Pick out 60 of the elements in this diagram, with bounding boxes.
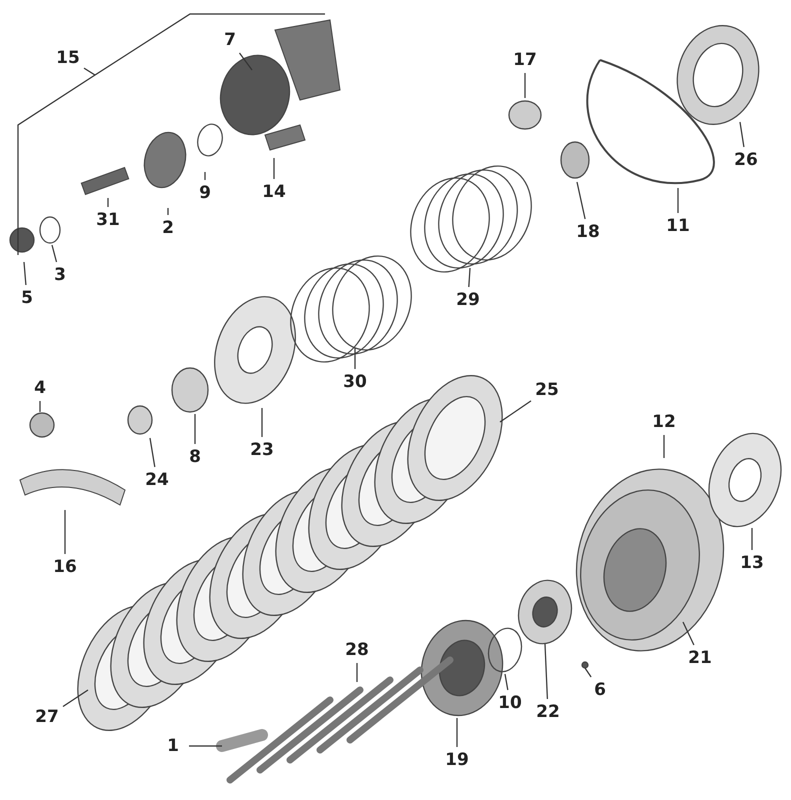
callout-number: 13	[740, 553, 764, 573]
callout-number: 10	[498, 693, 522, 713]
callout-number: 19	[445, 750, 469, 770]
leader-line	[39, 401, 41, 412]
callout-number: 1	[167, 736, 179, 756]
leader-line	[23, 262, 26, 286]
leader-line	[149, 438, 156, 468]
callout-number: 17	[513, 50, 537, 70]
callout-number: 7	[224, 30, 236, 50]
callout-number: 16	[53, 557, 77, 577]
leader-line	[524, 73, 526, 98]
leader-line	[239, 52, 252, 70]
callout-number: 28	[345, 640, 369, 660]
leader-line	[17, 13, 326, 256]
callout-number: 29	[456, 290, 480, 310]
callout-number: 4	[34, 378, 46, 398]
callout-number: 22	[536, 702, 560, 722]
callout-number: 3	[54, 265, 66, 285]
callout-number: 14	[262, 182, 286, 202]
callout-number: 2	[162, 218, 174, 238]
leader-line	[354, 348, 356, 369]
leader-line	[663, 435, 665, 458]
callout-number: 30	[343, 372, 367, 392]
leader-line	[682, 622, 694, 646]
callout-number: 27	[35, 707, 59, 727]
callout-number: 26	[734, 150, 758, 170]
leader-line	[107, 198, 109, 207]
leader-line	[584, 668, 592, 678]
callout-number: 21	[688, 648, 712, 668]
leader-line	[167, 208, 169, 215]
callout-number: 8	[189, 447, 201, 467]
leader-line	[500, 400, 532, 422]
callout-number: 31	[96, 210, 120, 230]
leader-line	[356, 663, 358, 682]
leader-line	[51, 244, 58, 262]
callout-number: 9	[199, 183, 211, 203]
leader-line	[456, 718, 458, 747]
leader-line	[273, 158, 275, 179]
callout-number: 12	[652, 412, 676, 432]
callout-number: 25	[535, 380, 559, 400]
leader-line	[189, 745, 222, 747]
leader-line	[64, 510, 66, 554]
leader-line	[504, 674, 508, 690]
leader-line	[468, 268, 471, 288]
leader-line	[62, 690, 88, 707]
callout-number: 23	[250, 440, 274, 460]
leader-line	[739, 122, 744, 148]
leader-line	[204, 172, 206, 180]
leader-line	[194, 414, 196, 444]
leader-line	[261, 408, 263, 437]
callout-number: 6	[594, 680, 606, 700]
leader-line	[576, 182, 586, 220]
callout-number: 11	[666, 216, 690, 236]
callout-number: 24	[145, 470, 169, 490]
leader-line	[751, 528, 753, 550]
callout-number: 5	[21, 288, 33, 308]
callout-number: 15	[56, 48, 80, 68]
leader-line	[677, 188, 679, 213]
leader-line	[544, 644, 548, 700]
callout-number: 18	[576, 222, 600, 242]
